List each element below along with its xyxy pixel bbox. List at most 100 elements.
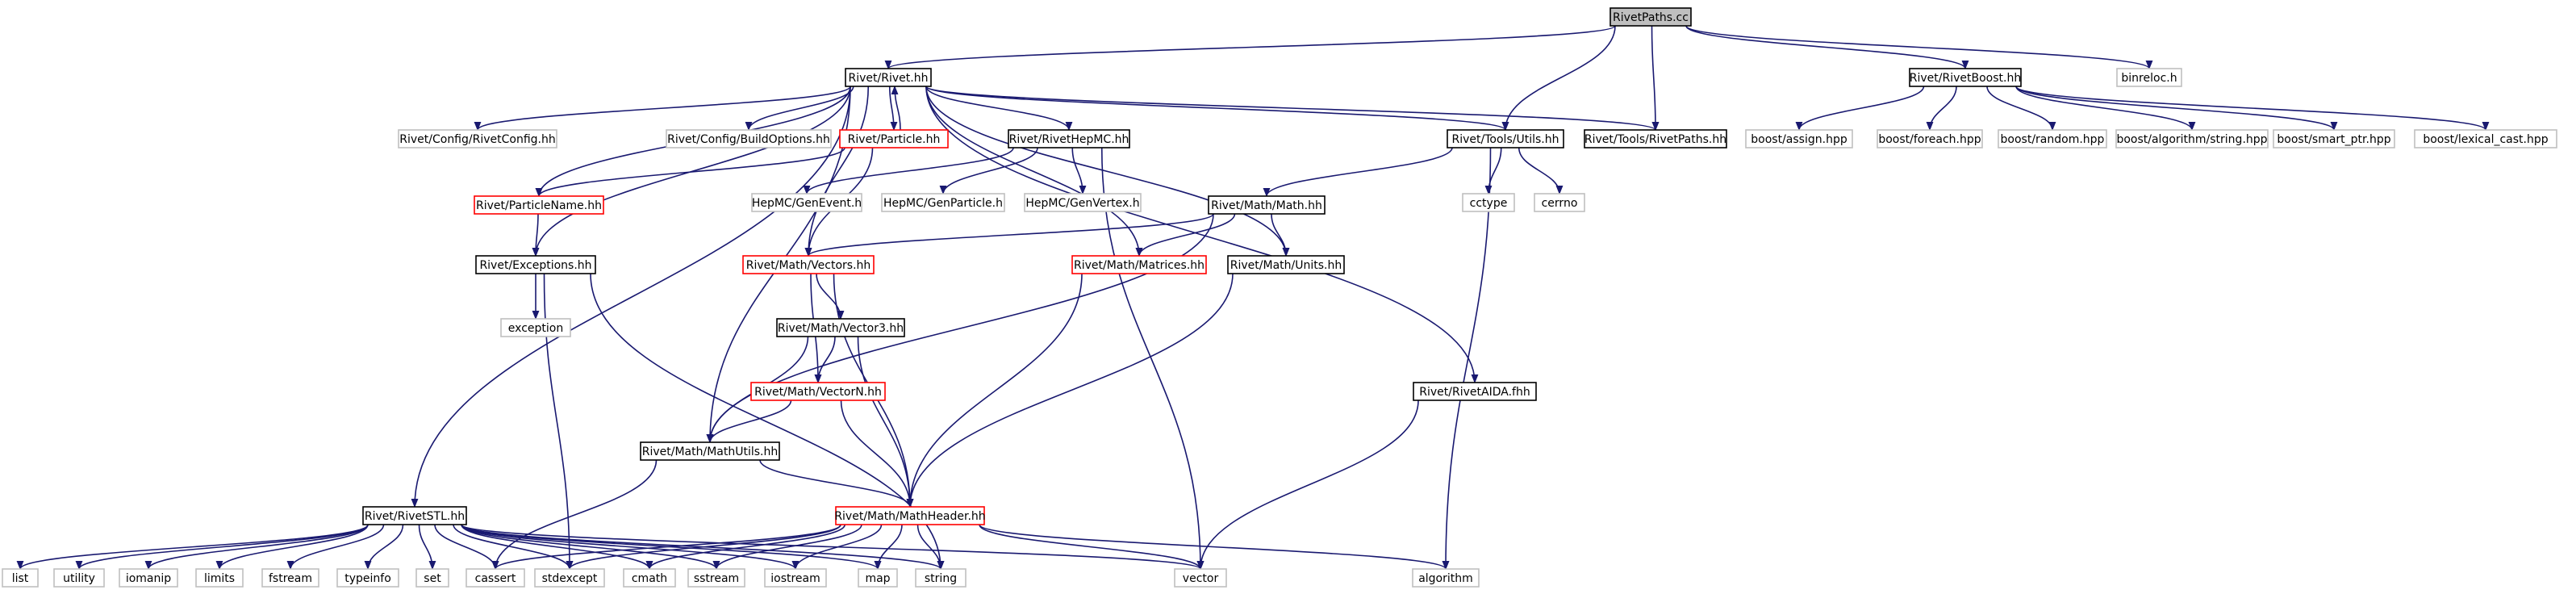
edge-paths-to-utils	[1501, 25, 1616, 132]
edge-stl-to-cassert	[434, 524, 499, 571]
node-label-cassert: cassert	[475, 572, 516, 585]
edge-rivet-to-units	[925, 86, 1290, 257]
edge-rivet-to-except	[532, 86, 851, 257]
edge-mheader-to-iostream	[791, 524, 883, 571]
node-label-buildopts: Rivet/Config/BuildOptions.hh	[667, 133, 830, 146]
node-mheader[interactable]: Rivet/Math/MathHeader.hh	[834, 506, 986, 525]
node-box-string	[915, 568, 967, 588]
edge-hepmc-to-genparticle	[939, 147, 1038, 195]
node-label-set: set	[424, 572, 441, 585]
node-cctype: cctype	[1462, 193, 1515, 212]
node-box-map	[858, 568, 898, 588]
node-vectorn[interactable]: Rivet/Math/VectorN.hh	[750, 382, 886, 401]
edge-stl-to-list	[16, 524, 369, 571]
node-box-math	[1208, 195, 1326, 215]
node-paths[interactable]: RivetPaths.cc	[1609, 7, 1692, 27]
edge-mheader-to-vector	[979, 524, 1204, 571]
node-box-mheader	[835, 506, 985, 525]
node-label-vectors: Rivet/Math/Vectors.hh	[746, 259, 871, 272]
node-box-genparticle	[881, 193, 1005, 212]
node-box-aida	[1413, 382, 1537, 401]
node-cmath: cmath	[623, 568, 676, 588]
node-label-hepmc: Rivet/RivetHepMC.hh	[1009, 133, 1129, 146]
edge-hepmc-to-genvertex	[1071, 147, 1087, 195]
node-particle[interactable]: Rivet/Particle.hh	[839, 129, 949, 148]
edge-pname-to-except	[532, 213, 540, 257]
node-except[interactable]: Rivet/Exceptions.hh	[475, 255, 596, 274]
node-pname[interactable]: Rivet/ParticleName.hh	[474, 195, 604, 215]
node-genparticle: HepMC/GenParticle.h	[881, 193, 1005, 212]
edge-vector3-to-mheader	[857, 336, 914, 508]
node-box-utils	[1447, 129, 1564, 148]
node-label-utility: utility	[63, 572, 95, 585]
node-math[interactable]: Rivet/Math/Math.hh	[1208, 195, 1326, 215]
node-rivetconfig: Rivet/Config/RivetConfig.hh	[398, 129, 557, 148]
node-box-stdexcept	[534, 568, 605, 588]
node-limits: limits	[195, 568, 244, 588]
edge-rivet-to-stl	[411, 86, 851, 508]
node-box-vectors	[742, 255, 875, 274]
node-label-stdexcept: stdexcept	[542, 572, 598, 585]
node-label-fstream: fstream	[269, 572, 312, 585]
node-map: map	[858, 568, 898, 588]
edge-boost-to-random	[1986, 86, 2056, 132]
node-toolpaths[interactable]: Rivet/Tools/RivetPaths.hh	[1584, 129, 1727, 148]
node-label-vectorn: Rivet/Math/VectorN.hh	[754, 386, 882, 399]
node-label-matrices: Rivet/Math/Matrices.hh	[1074, 259, 1204, 272]
node-box-binreloc	[2116, 68, 2182, 87]
edge-matrices-to-mheader	[906, 273, 1083, 508]
node-units[interactable]: Rivet/Math/Units.hh	[1227, 255, 1345, 274]
node-box-fstream	[261, 568, 319, 588]
edge-mheader-to-stdexcept	[566, 524, 841, 571]
node-genvertex: HepMC/GenVertex.h	[1024, 193, 1142, 212]
node-box-cctype	[1462, 193, 1515, 212]
node-label-vector3: Rivet/Math/Vector3.hh	[778, 322, 904, 335]
node-utils[interactable]: Rivet/Tools/Utils.hh	[1447, 129, 1564, 148]
edge-stl-to-fstream	[286, 524, 385, 571]
node-box-foreach	[1877, 129, 1983, 148]
node-iomanip: iomanip	[119, 568, 178, 588]
node-label-random: boost/random.hpp	[2001, 133, 2105, 146]
edge-stl-to-sstream	[461, 524, 720, 571]
node-vector3[interactable]: Rivet/Math/Vector3.hh	[776, 318, 905, 337]
edge-vectorn-to-mheader	[840, 399, 914, 508]
node-boost[interactable]: Rivet/RivetBoost.hh	[1909, 68, 2022, 87]
node-box-set	[415, 568, 449, 588]
node-mathutils[interactable]: Rivet/Math/MathUtils.hh	[640, 441, 780, 461]
node-label-cctype: cctype	[1470, 197, 1508, 210]
edge-stl-to-cmath	[461, 524, 653, 571]
edge-utils-to-cctype	[1484, 147, 1502, 195]
node-label-utils: Rivet/Tools/Utils.hh	[1452, 133, 1559, 146]
edge-vectors-to-vector3	[816, 273, 845, 320]
node-algostr: boost/algorithm/string.hpp	[2115, 129, 2269, 148]
node-box-typeinfo	[336, 568, 399, 588]
edge-stl-to-set	[418, 524, 436, 571]
edge-stl-to-iostream	[461, 524, 800, 571]
node-aida[interactable]: Rivet/RivetAIDA.fhh	[1413, 382, 1537, 401]
node-label-particle: Rivet/Particle.hh	[848, 133, 941, 146]
node-cassert: cassert	[466, 568, 525, 588]
edge-rivet-to-aida	[925, 86, 1479, 384]
node-rivet[interactable]: Rivet/Rivet.hh	[845, 68, 932, 87]
node-list: list	[2, 568, 39, 588]
edge-boost-to-algostr	[2015, 86, 2196, 132]
node-box-algostr	[2115, 129, 2269, 148]
node-box-buildopts	[666, 129, 832, 148]
node-label-algostr: boost/algorithm/string.hpp	[2116, 133, 2267, 146]
node-vectors[interactable]: Rivet/Math/Vectors.hh	[742, 255, 875, 274]
node-label-pname: Rivet/ParticleName.hh	[476, 199, 602, 212]
edge-paths-to-binreloc	[1685, 25, 2153, 70]
node-stl[interactable]: Rivet/RivetSTL.hh	[362, 506, 467, 525]
node-box-boost	[1909, 68, 2022, 87]
edge-math-to-units	[1271, 213, 1290, 257]
node-box-hepmc	[1008, 129, 1130, 148]
node-hepmc[interactable]: Rivet/RivetHepMC.hh	[1008, 129, 1130, 148]
node-label-smartptr: boost/smart_ptr.hpp	[2277, 133, 2390, 146]
edge-boost-to-smartptr	[2015, 86, 2338, 132]
node-matrices[interactable]: Rivet/Math/Matrices.hh	[1071, 255, 1207, 274]
node-box-cerrno	[1534, 193, 1585, 212]
node-label-sstream: sstream	[694, 572, 739, 585]
node-label-genevent: HepMC/GenEvent.h	[752, 197, 862, 210]
node-box-vector3	[776, 318, 905, 337]
edge-hepmc-to-genevent	[803, 147, 1014, 195]
